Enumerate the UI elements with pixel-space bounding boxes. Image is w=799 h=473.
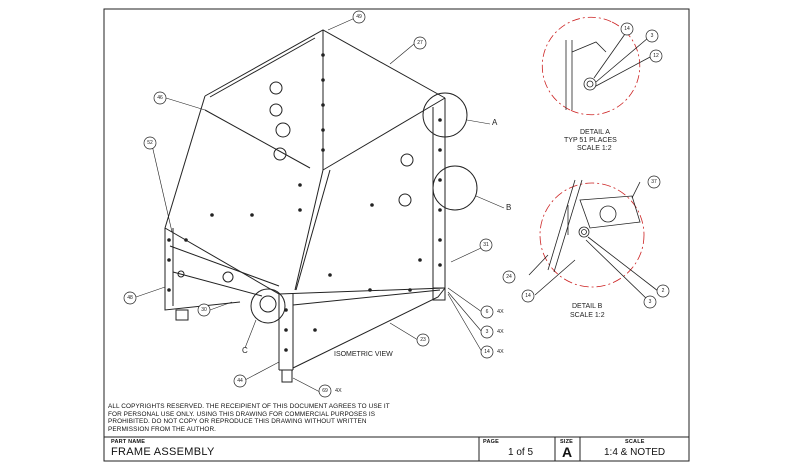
detail-a-title: DETAIL A (580, 129, 610, 136)
detail-a-balloon-12: 12 (653, 53, 659, 59)
balloon-49: 49 (356, 14, 362, 20)
balloon-48: 48 (127, 295, 133, 301)
balloon-30: 30 (201, 307, 207, 313)
scale-label: SCALE (625, 439, 645, 445)
balloon-27: 27 (417, 40, 423, 46)
page-value: 1 of 5 (508, 447, 534, 458)
detail-label-c: C (242, 346, 248, 355)
qty-3: 4X (497, 329, 504, 335)
sheet-border (103, 8, 690, 462)
detail-b-scale: SCALE 1:2 (570, 312, 605, 319)
detail-a-balloon-3: 3 (651, 33, 654, 39)
isometric-view-label: ISOMETRIC VIEW (334, 351, 393, 358)
balloon-23: 23 (420, 337, 426, 343)
detail-b-balloon-24: 24 (506, 274, 512, 280)
part-name-value: FRAME ASSEMBLY (111, 446, 215, 458)
balloons-iso (123, 10, 494, 398)
detail-b-title: DETAIL B (572, 303, 603, 310)
qty-6: 4X (497, 309, 504, 315)
detail-a-note: TYP 51 PLACES (564, 137, 617, 144)
qty-14: 4X (497, 349, 504, 355)
detail-b-balloon-3: 3 (649, 299, 652, 305)
balloon-69: 69 (322, 388, 328, 394)
detail-b (528, 179, 659, 303)
detail-b-balloon-14: 14 (525, 293, 531, 299)
detail-a (541, 16, 653, 116)
detail-a-balloon-14: 14 (624, 26, 630, 32)
qty-69: 4X (335, 388, 342, 394)
copyright-notice: ALL COPYRIGHTS RESERVED. THE RECEIPIENT … (108, 403, 390, 433)
size-label: SIZE (560, 439, 574, 445)
leader-lines (135, 17, 505, 393)
balloon-44: 44 (237, 378, 243, 384)
balloon-14: 14 (484, 349, 490, 355)
detail-b-balloon-2: 2 (662, 288, 665, 294)
part-name-label: PART NAME (111, 439, 146, 445)
detail-b-balloon-37: 37 (651, 179, 657, 185)
scale-value: 1:4 & NOTED (604, 447, 666, 458)
detail-label-b: B (506, 203, 512, 212)
page-label: PAGE (483, 439, 499, 445)
balloon-31: 31 (483, 242, 489, 248)
detail-label-a: A (492, 118, 498, 127)
size-value: A (562, 444, 573, 460)
isometric-frame (164, 29, 478, 383)
balloon-46: 46 (157, 95, 163, 101)
detail-a-scale: SCALE 1:2 (577, 145, 612, 152)
balloon-3: 3 (486, 329, 489, 335)
balloon-52: 52 (147, 140, 153, 146)
balloon-6: 6 (486, 309, 489, 315)
